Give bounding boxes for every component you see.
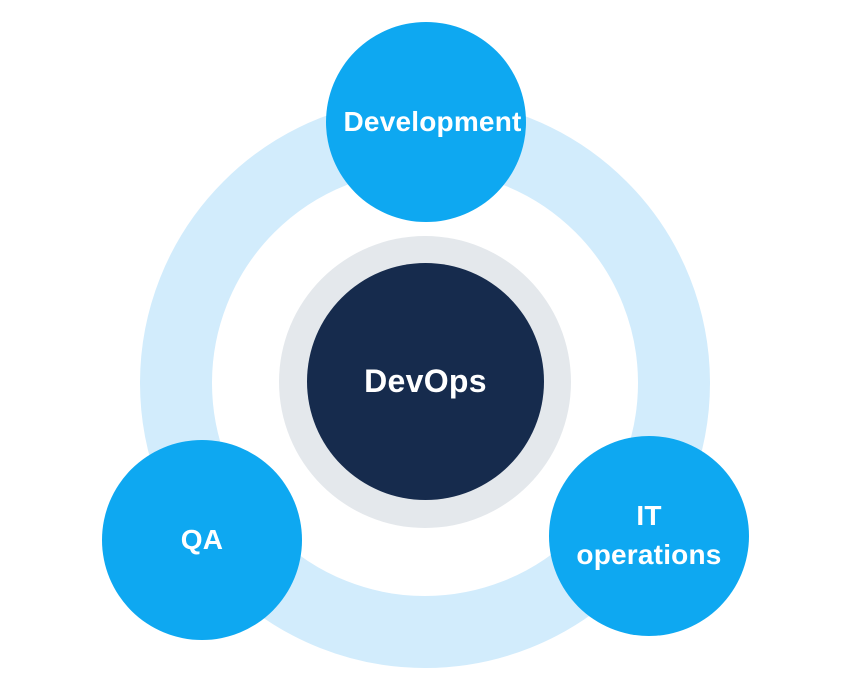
node-development-label: Development [343,105,522,137]
devops-core-label: DevOps [364,363,487,399]
node-qa: QA [102,440,302,640]
node-it-operations-label: IT operations [576,500,722,570]
node-it-operations: IT operations [549,436,749,636]
node-qa-label: QA [180,523,224,555]
devops-core-circle: DevOps [307,263,544,500]
node-development: Development [326,22,526,222]
